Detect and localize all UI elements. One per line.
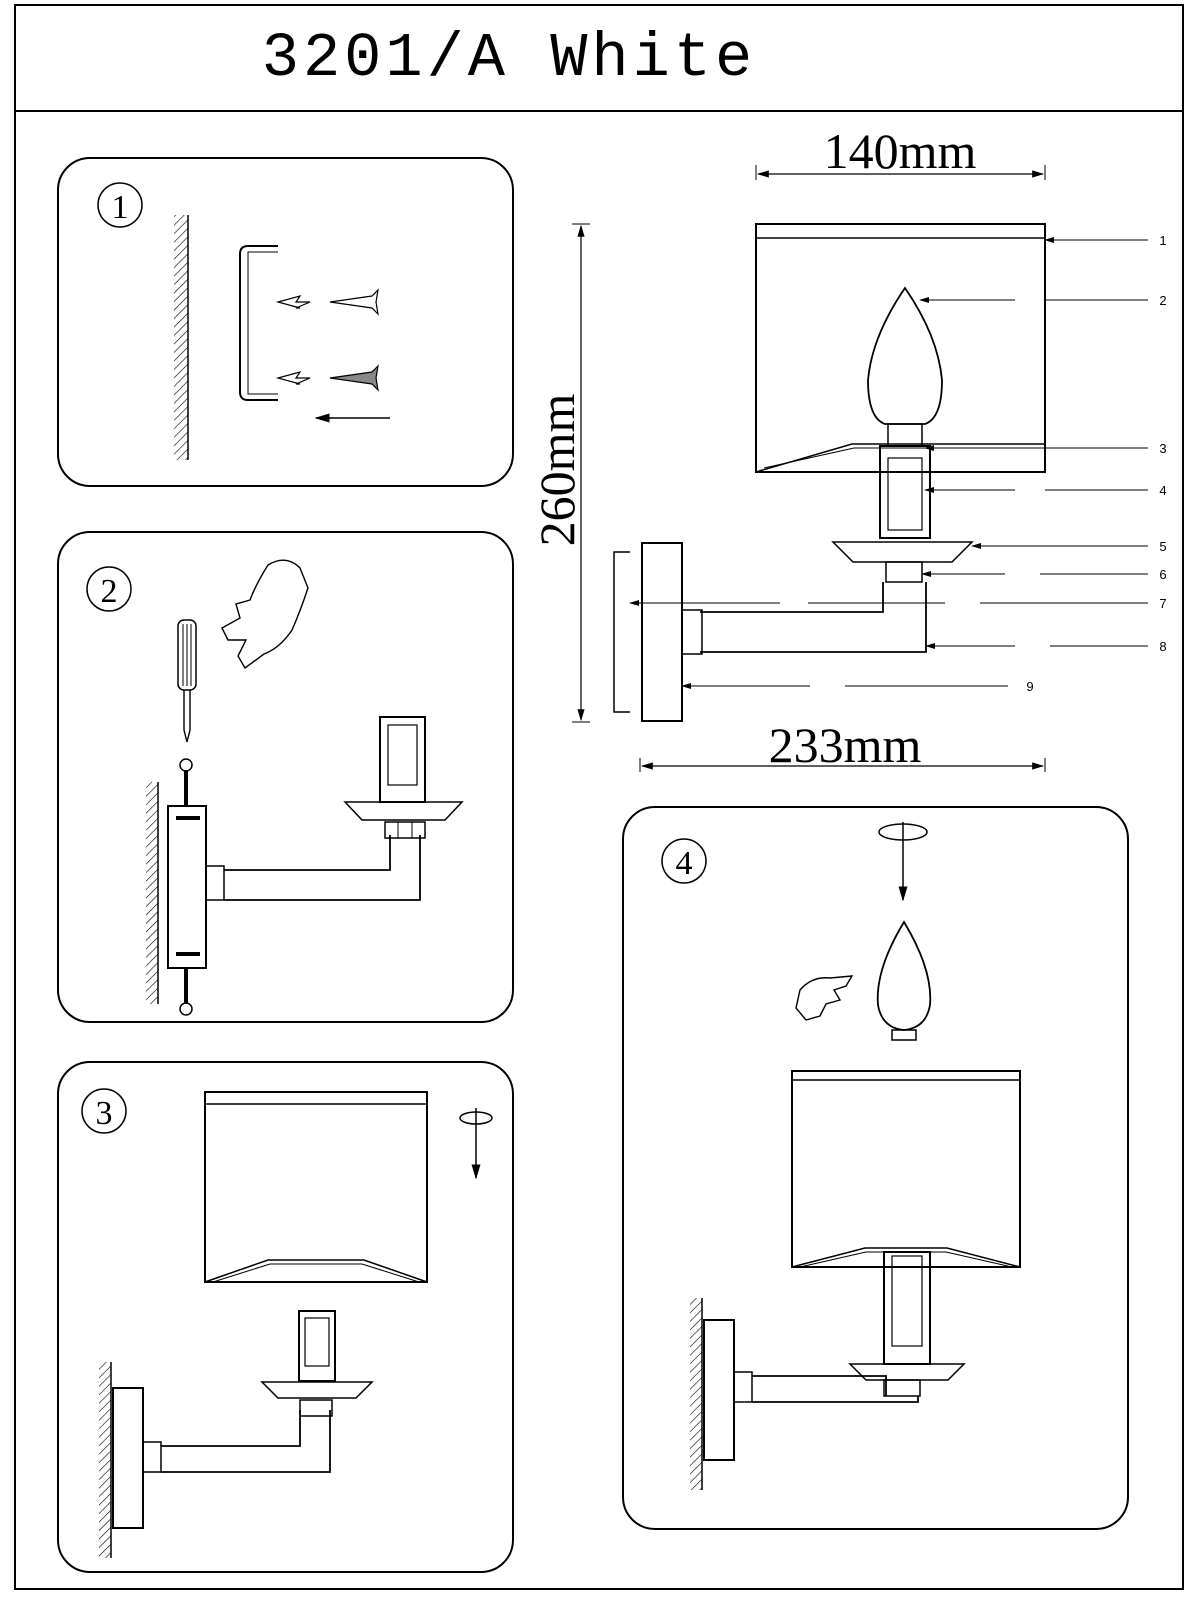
lamp-arm	[224, 835, 421, 901]
drip-cup	[343, 801, 464, 821]
part-number: 4	[1159, 483, 1166, 498]
hand-icon	[795, 975, 854, 1021]
wall-plug-icon	[275, 370, 311, 385]
depth-label: 233mm	[769, 717, 922, 773]
screw-icon	[329, 288, 379, 316]
backplate	[167, 805, 207, 969]
part-number: 2	[1159, 293, 1166, 308]
bulb-icon	[876, 920, 932, 1031]
part-number: 9	[1026, 679, 1033, 694]
step-3-number: 3	[96, 1095, 113, 1132]
step-4-number: 4	[676, 845, 693, 882]
part-number: 7	[1159, 596, 1166, 611]
step-1-panel	[57, 157, 514, 487]
step-2-panel	[57, 531, 514, 1023]
part-number: 1	[1159, 233, 1166, 248]
screw-icon	[329, 364, 379, 392]
lamp-shade	[204, 1091, 428, 1283]
step-1-badge	[97, 182, 143, 228]
height-label: 260mm	[529, 394, 585, 547]
part-number: 5	[1159, 539, 1166, 554]
part-number: 8	[1159, 639, 1166, 654]
part-number: 3	[1159, 441, 1166, 456]
title-frame: 3201/A White	[14, 4, 1184, 112]
bulb	[867, 286, 943, 425]
part-number: 6	[1159, 567, 1166, 582]
hand-icon	[221, 559, 309, 670]
wall-hatch	[174, 215, 188, 460]
lamp-arm	[700, 582, 927, 653]
page-title: 3201/A White	[261, 22, 757, 94]
lamp-shade	[755, 223, 1046, 473]
step-1-number: 1	[112, 189, 129, 226]
body-frame	[14, 110, 1184, 1590]
backplate	[641, 542, 683, 722]
width-label: 140mm	[824, 123, 977, 179]
step-3-panel	[57, 1061, 514, 1573]
mounting-bracket	[613, 551, 630, 713]
lamp-shade	[791, 1070, 1021, 1268]
mounting-bracket	[239, 245, 278, 401]
candle-socket	[379, 716, 426, 803]
dimensioned-drawing	[572, 165, 1148, 772]
step-2-number: 2	[101, 573, 118, 610]
step-4-panel	[622, 806, 1129, 1530]
screwdriver-icon	[177, 619, 197, 691]
wall-plug-icon	[275, 294, 311, 309]
